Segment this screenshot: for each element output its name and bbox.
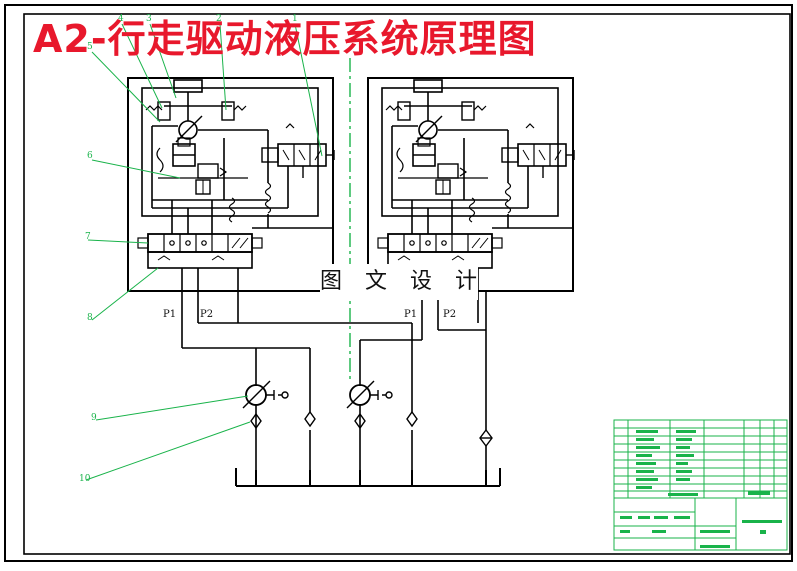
- callout-leaders: [85, 23, 323, 481]
- port-label-right-p2: P2: [443, 309, 457, 320]
- port-label-left-p1: P1: [163, 309, 177, 320]
- right-pump-circuit: [367, 77, 575, 292]
- callout-3: 3: [146, 14, 152, 24]
- right-pipelines: [359, 291, 487, 470]
- page-title: A2-行走驱动液压系统原理图: [33, 17, 537, 61]
- title-block-fill: [620, 430, 782, 548]
- callout-5: 5: [87, 42, 93, 52]
- callout-1: 1: [292, 14, 298, 24]
- left-pump-circuit: [127, 77, 335, 292]
- port-label-left-p2: P2: [200, 309, 214, 320]
- title-block: [613, 419, 788, 551]
- callout-7: 7: [85, 232, 91, 242]
- check-valves: [250, 410, 493, 448]
- callout-9: 9: [91, 413, 97, 423]
- callout-2: 2: [216, 14, 222, 24]
- callout-4: 4: [118, 14, 124, 24]
- port-label-right-p1: P1: [404, 309, 418, 320]
- watermark-text: 图 文 设 计: [320, 264, 478, 300]
- callout-10: 10: [79, 474, 91, 484]
- callout-8: 8: [87, 313, 93, 323]
- right-motor-symbol: [346, 380, 393, 409]
- callout-6: 6: [87, 151, 93, 161]
- tank-line: [235, 468, 501, 487]
- left-motor-symbol: [242, 380, 289, 409]
- left-pipelines: [181, 290, 412, 470]
